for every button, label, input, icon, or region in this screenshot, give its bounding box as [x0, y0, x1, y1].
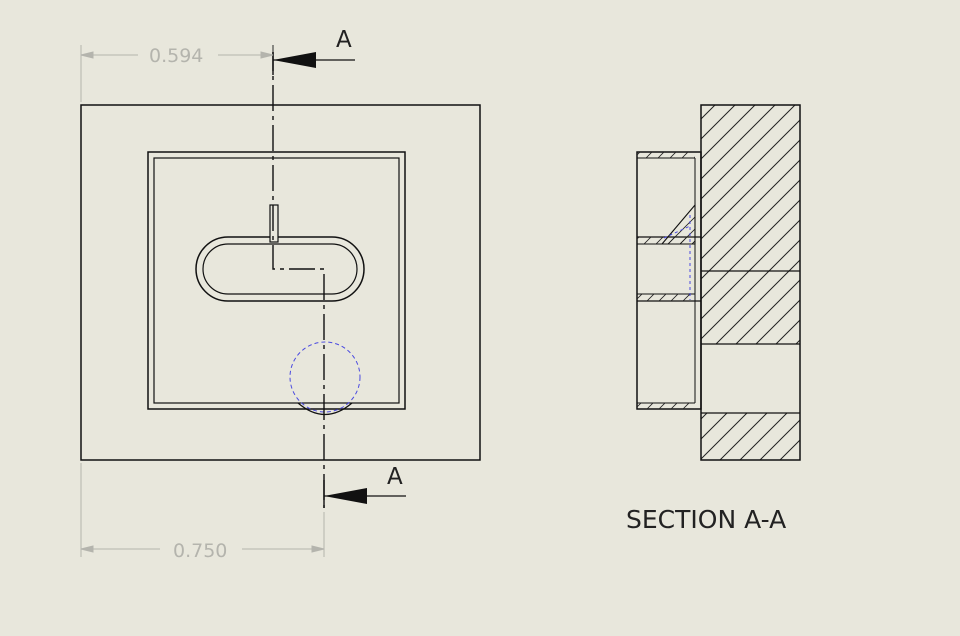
- notch-feature: [269, 204, 279, 243]
- arrowhead-left-icon: [273, 52, 316, 68]
- hatch-strip-top: [637, 152, 695, 158]
- hatch-strip-slot-bottom: [637, 294, 695, 301]
- chamfer-hatch: [660, 203, 696, 245]
- dimension-arrow-icon: [260, 51, 274, 59]
- slot-outline-inner: [202, 243, 358, 295]
- dimension-bottom: [80, 463, 325, 557]
- section-cutting-line: [272, 45, 325, 508]
- hidden-hole-circle: [289, 341, 361, 413]
- section-label-bottom: A: [387, 464, 403, 490]
- dimension-arrow-icon: [80, 51, 94, 59]
- arrowhead-left-icon: [324, 488, 367, 504]
- section-view: [636, 104, 801, 461]
- section-arrow-bottom: A: [324, 464, 406, 504]
- hatch-region-lower: [701, 413, 800, 460]
- pocket-outline-outer: [147, 151, 406, 410]
- hatch-region-middle: [701, 271, 800, 344]
- protrusion-outline: [636, 151, 702, 410]
- section-label-top: A: [336, 27, 352, 53]
- hatch-region-upper: [701, 105, 800, 271]
- hole-arc: [297, 402, 353, 415]
- dimension-arrow-icon: [311, 545, 325, 553]
- front-view: [80, 45, 481, 508]
- hatch-strip-bottom: [637, 403, 695, 409]
- section-arrow-top: A: [273, 27, 355, 68]
- section-caption: SECTION A-A: [626, 505, 786, 534]
- dimension-value-bottom: 0.750: [173, 540, 227, 562]
- dimension-top: [80, 45, 274, 102]
- hidden-lines: [663, 215, 691, 300]
- outer-block-outline: [80, 104, 481, 461]
- dimension-arrow-icon: [80, 545, 94, 553]
- dimension-value-top: 0.594: [149, 45, 203, 67]
- slot-outline-outer: [195, 236, 365, 302]
- pocket-outline-inner: [153, 157, 400, 404]
